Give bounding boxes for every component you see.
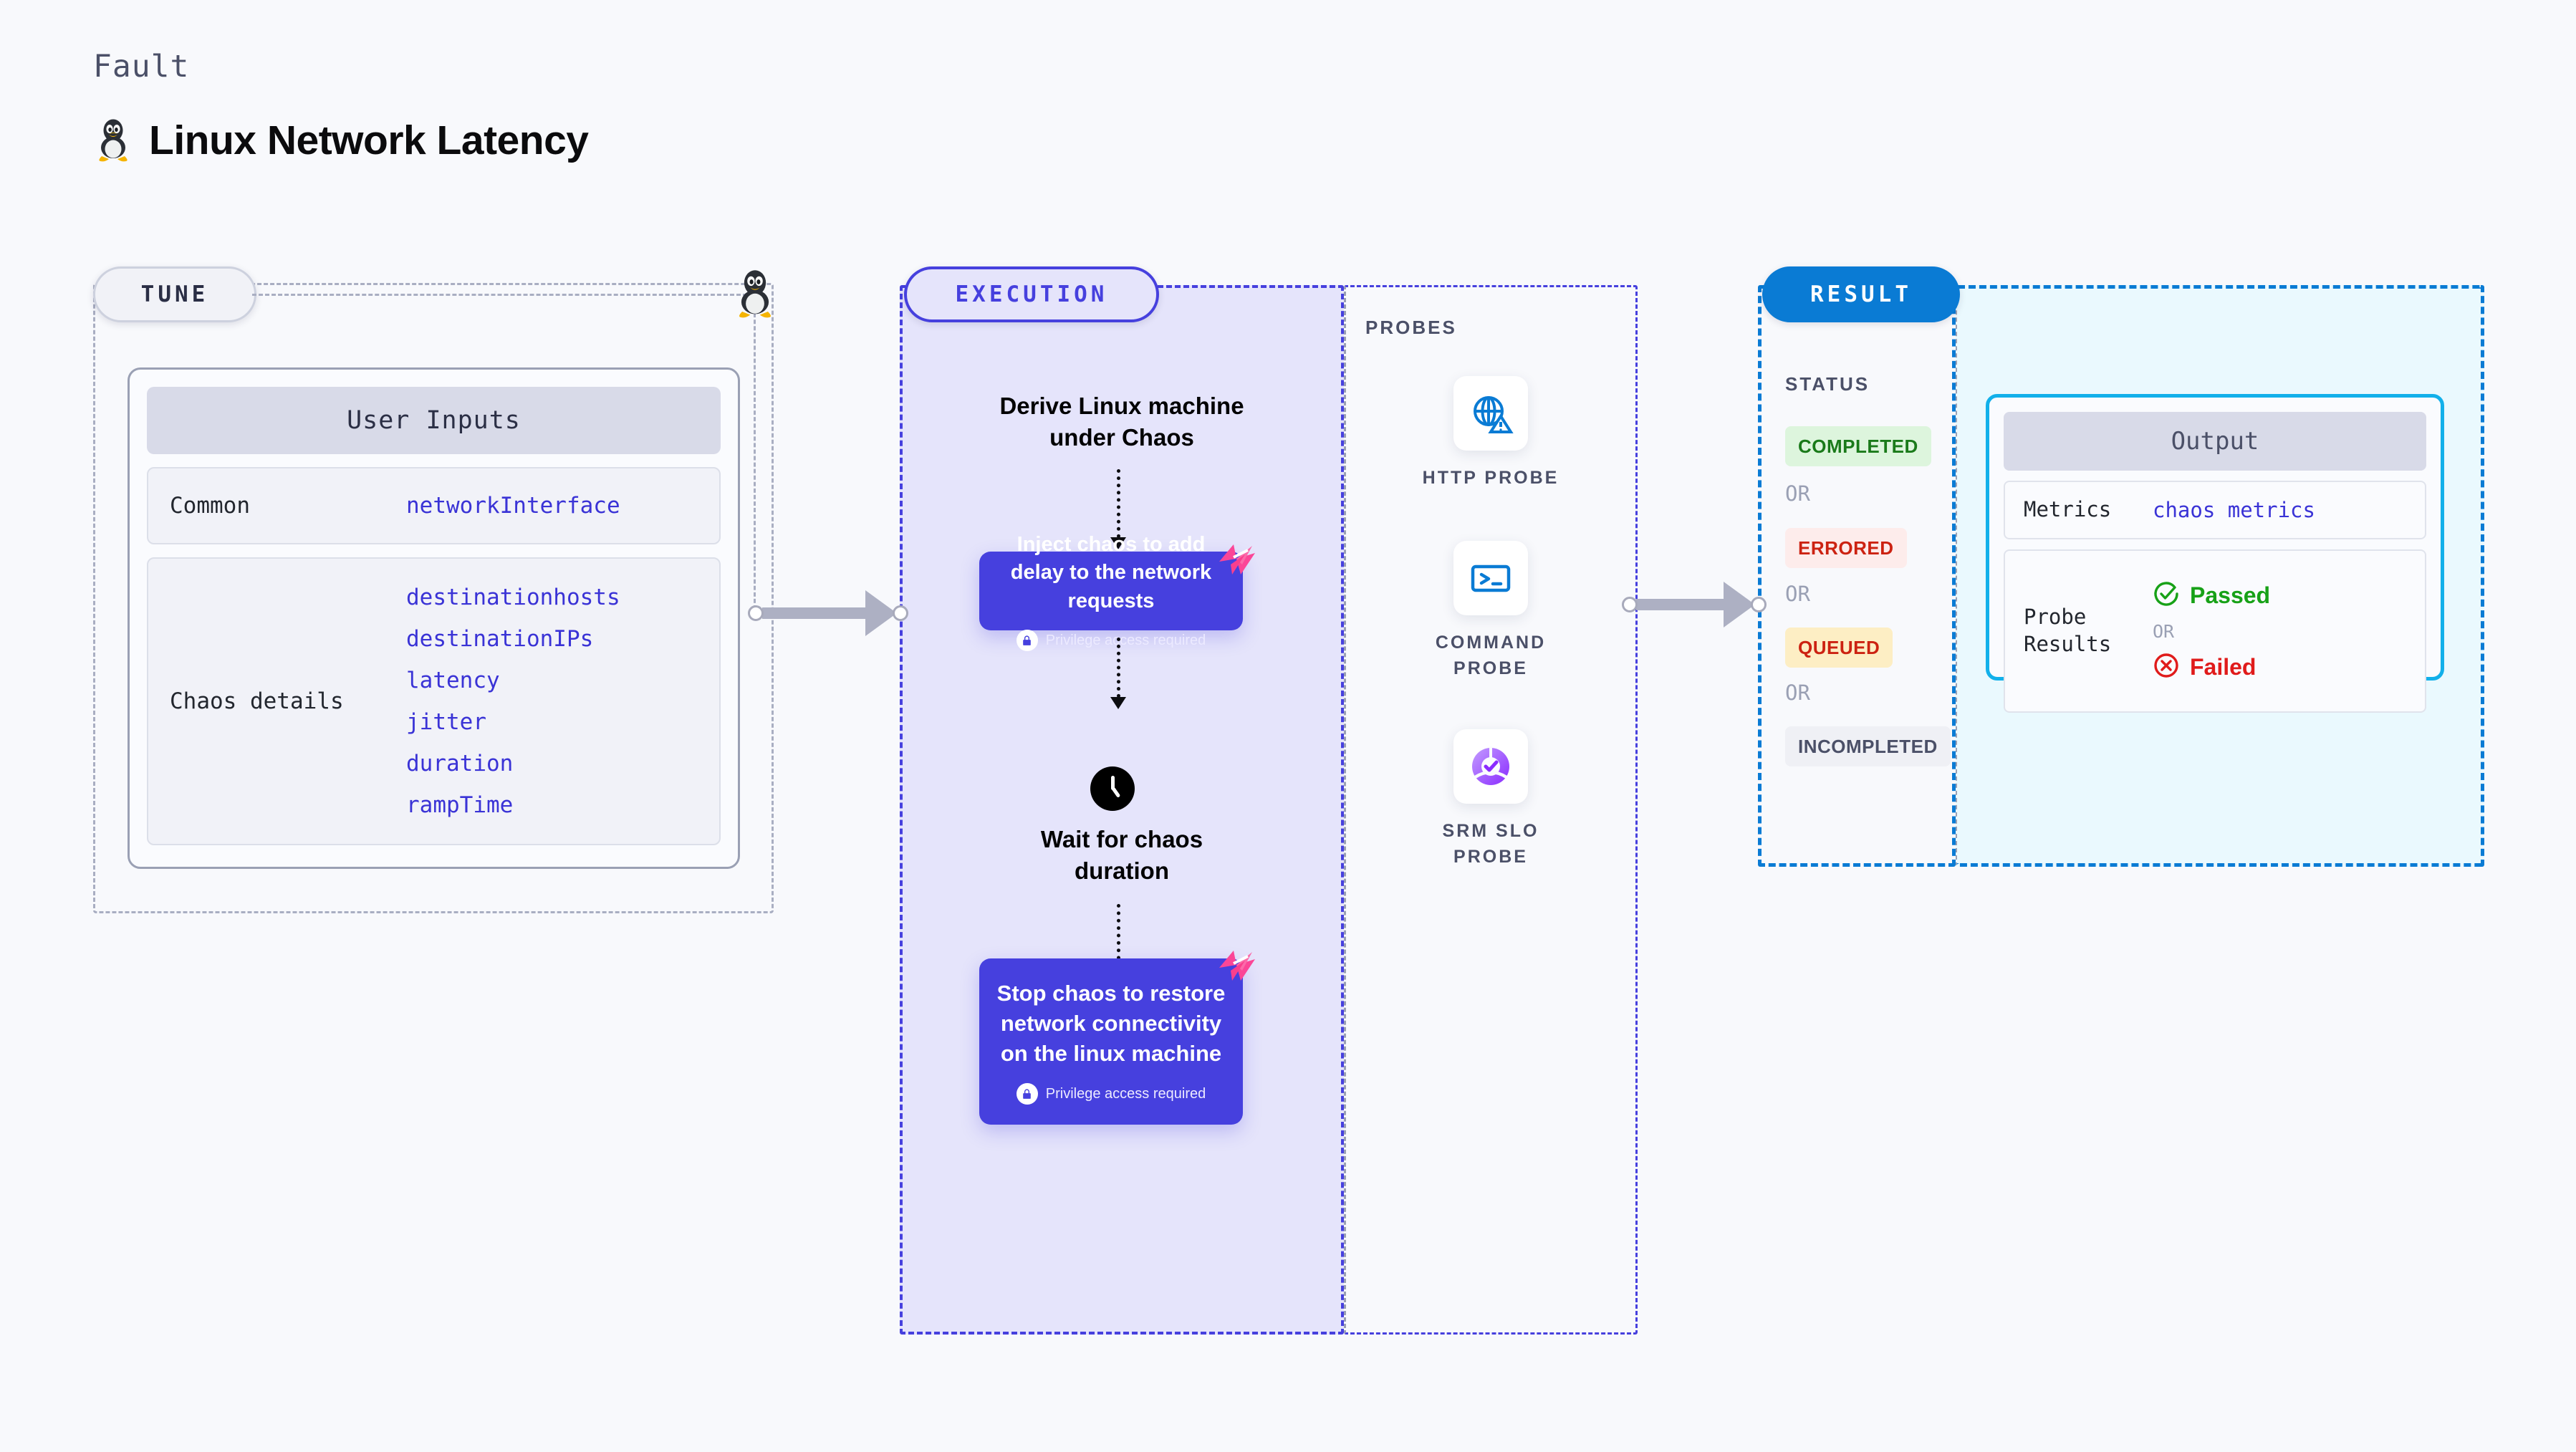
user-inputs-card: User Inputs Common networkInterface Chao… [128, 367, 740, 869]
probes-panel [1344, 285, 1638, 1335]
status-badge-completed[interactable]: COMPLETED [1785, 426, 1931, 466]
clock-icon [1090, 766, 1135, 811]
status-badge-incompleted[interactable]: INCOMPLETED [1785, 726, 1951, 766]
tune-row-common: Common networkInterface [147, 467, 721, 544]
arrow-shaft [762, 607, 870, 619]
tune-row-key: Chaos details [170, 688, 344, 714]
page-header: Fault Linux Network Latency [93, 49, 589, 165]
output-row-probe-results: Probe Results Passed OR [2004, 549, 2426, 713]
arrow-tune-to-execution [748, 590, 908, 636]
privilege-note: Privilege access required [1016, 1083, 1206, 1105]
probe-item-http[interactable]: HTTP PROBE [1344, 376, 1638, 491]
probe-item-command[interactable]: COMMAND PROBE [1344, 541, 1638, 682]
chaos-box-label: Stop chaos to restore network connectivi… [996, 980, 1226, 1067]
status-badge-errored[interactable]: ERRORED [1785, 528, 1907, 568]
status-label: STATUS [1785, 373, 1870, 395]
chaos-box-label: Inject chaos to add delay to the network… [1010, 532, 1212, 612]
globe-warning-icon [1453, 376, 1528, 451]
output-row-key: Metrics [2024, 497, 2112, 522]
page-title: Linux Network Latency [149, 117, 589, 163]
status-or-label: OR [1785, 481, 1810, 506]
tune-row-key: Common [170, 492, 250, 519]
check-circle-icon [2153, 580, 2180, 611]
tune-value[interactable]: destinationhosts [406, 585, 620, 610]
probe-result-failed: Failed [2153, 652, 2270, 683]
probe-result-passed: Passed [2153, 580, 2270, 611]
privilege-note: Privilege access required [1016, 630, 1206, 652]
probe-label: SRM SLO PROBE [1442, 821, 1539, 867]
dotted-line [1116, 638, 1120, 698]
status-badge-queued[interactable]: QUEUED [1785, 628, 1893, 668]
tune-pill[interactable]: TUNE [93, 266, 256, 322]
tune-panel [93, 283, 774, 913]
probe-label: HTTP PROBE [1422, 468, 1559, 488]
harness-chaos-logo-icon [1218, 543, 1256, 579]
lock-icon [1016, 1083, 1038, 1105]
fault-kicker: Fault [93, 49, 190, 85]
privilege-note-text: Privilege access required [1045, 632, 1206, 648]
output-metrics-value[interactable]: chaos metrics [2153, 498, 2315, 522]
lock-icon [1016, 630, 1038, 652]
terminal-prompt-icon [1453, 541, 1528, 615]
page-title-row: Linux Network Latency [93, 115, 589, 165]
probe-label: COMMAND PROBE [1435, 633, 1547, 679]
arrow-probes-to-result [1622, 582, 1767, 628]
tune-value[interactable]: destinationIPs [406, 626, 594, 652]
probe-result-label: Failed [2190, 653, 2257, 680]
tune-row-values: destinationhosts destinationIPs latency … [406, 585, 620, 818]
privilege-note-text: Privilege access required [1045, 1085, 1206, 1102]
tune-value[interactable]: latency [406, 668, 500, 693]
execution-chaos-box-stop[interactable]: Stop chaos to restore network connectivi… [979, 958, 1243, 1125]
output-row-metrics: Metrics chaos metrics [2004, 481, 2426, 539]
tune-connector-vertical [754, 294, 756, 616]
execution-step-wait-title: Wait for chaos duration [1040, 826, 1203, 884]
status-or-label: OR [1785, 582, 1810, 606]
probe-item-srm-slo[interactable]: SRM SLO PROBE [1344, 729, 1638, 870]
arrow-head [865, 590, 897, 636]
probe-result-label: Passed [2190, 582, 2271, 608]
output-card: Output Metrics chaos metrics Probe Resul… [1986, 394, 2444, 713]
tune-row-chaos-details: Chaos details destinationhosts destinati… [147, 557, 721, 845]
execution-pill[interactable]: EXECUTION [904, 266, 1159, 322]
arrow-start-dot [748, 605, 764, 621]
arrow-end-dot [1751, 597, 1767, 612]
linux-tux-icon [93, 115, 133, 165]
arrow-head [1724, 582, 1755, 628]
user-inputs-title: User Inputs [147, 387, 721, 454]
output-title: Output [2004, 412, 2426, 471]
tune-value[interactable]: duration [406, 751, 514, 777]
tune-value[interactable]: rampTime [406, 792, 514, 818]
arrow-start-dot [1622, 597, 1638, 612]
result-status-panel [1758, 285, 1956, 867]
harness-chaos-logo-icon [1218, 949, 1256, 985]
execution-dotted-arrow [1110, 638, 1126, 709]
probes-section-label: PROBES [1365, 317, 1457, 338]
arrow-end-dot [893, 605, 908, 621]
dotted-arrow-head [1110, 697, 1126, 709]
dotted-arrow-head [1110, 537, 1126, 549]
execution-step-derive-title: Derive Linux machine under Chaos [999, 393, 1244, 451]
x-circle-icon [2153, 652, 2180, 683]
result-pill[interactable]: RESULT [1762, 266, 1960, 322]
output-row-key: Probe Results [2024, 605, 2112, 656]
probe-result-or-label: OR [2153, 620, 2175, 642]
srm-slo-donut-check-icon [1453, 729, 1528, 804]
execution-chaos-box-inject[interactable]: Inject chaos to add delay to the network… [979, 533, 1243, 652]
dotted-line [1116, 469, 1120, 538]
status-or-label: OR [1785, 681, 1810, 705]
tune-row-values: networkInterface [406, 493, 620, 519]
arrow-shaft [1636, 599, 1728, 610]
tune-value[interactable]: jitter [406, 709, 486, 735]
execution-dotted-arrow [1110, 469, 1126, 549]
dotted-line [1116, 904, 1120, 967]
probe-results-values: Passed OR Failed [2153, 580, 2270, 683]
linux-tux-icon [732, 265, 778, 318]
tune-connector-horizontal [252, 294, 754, 296]
tune-value[interactable]: networkInterface [406, 493, 620, 519]
